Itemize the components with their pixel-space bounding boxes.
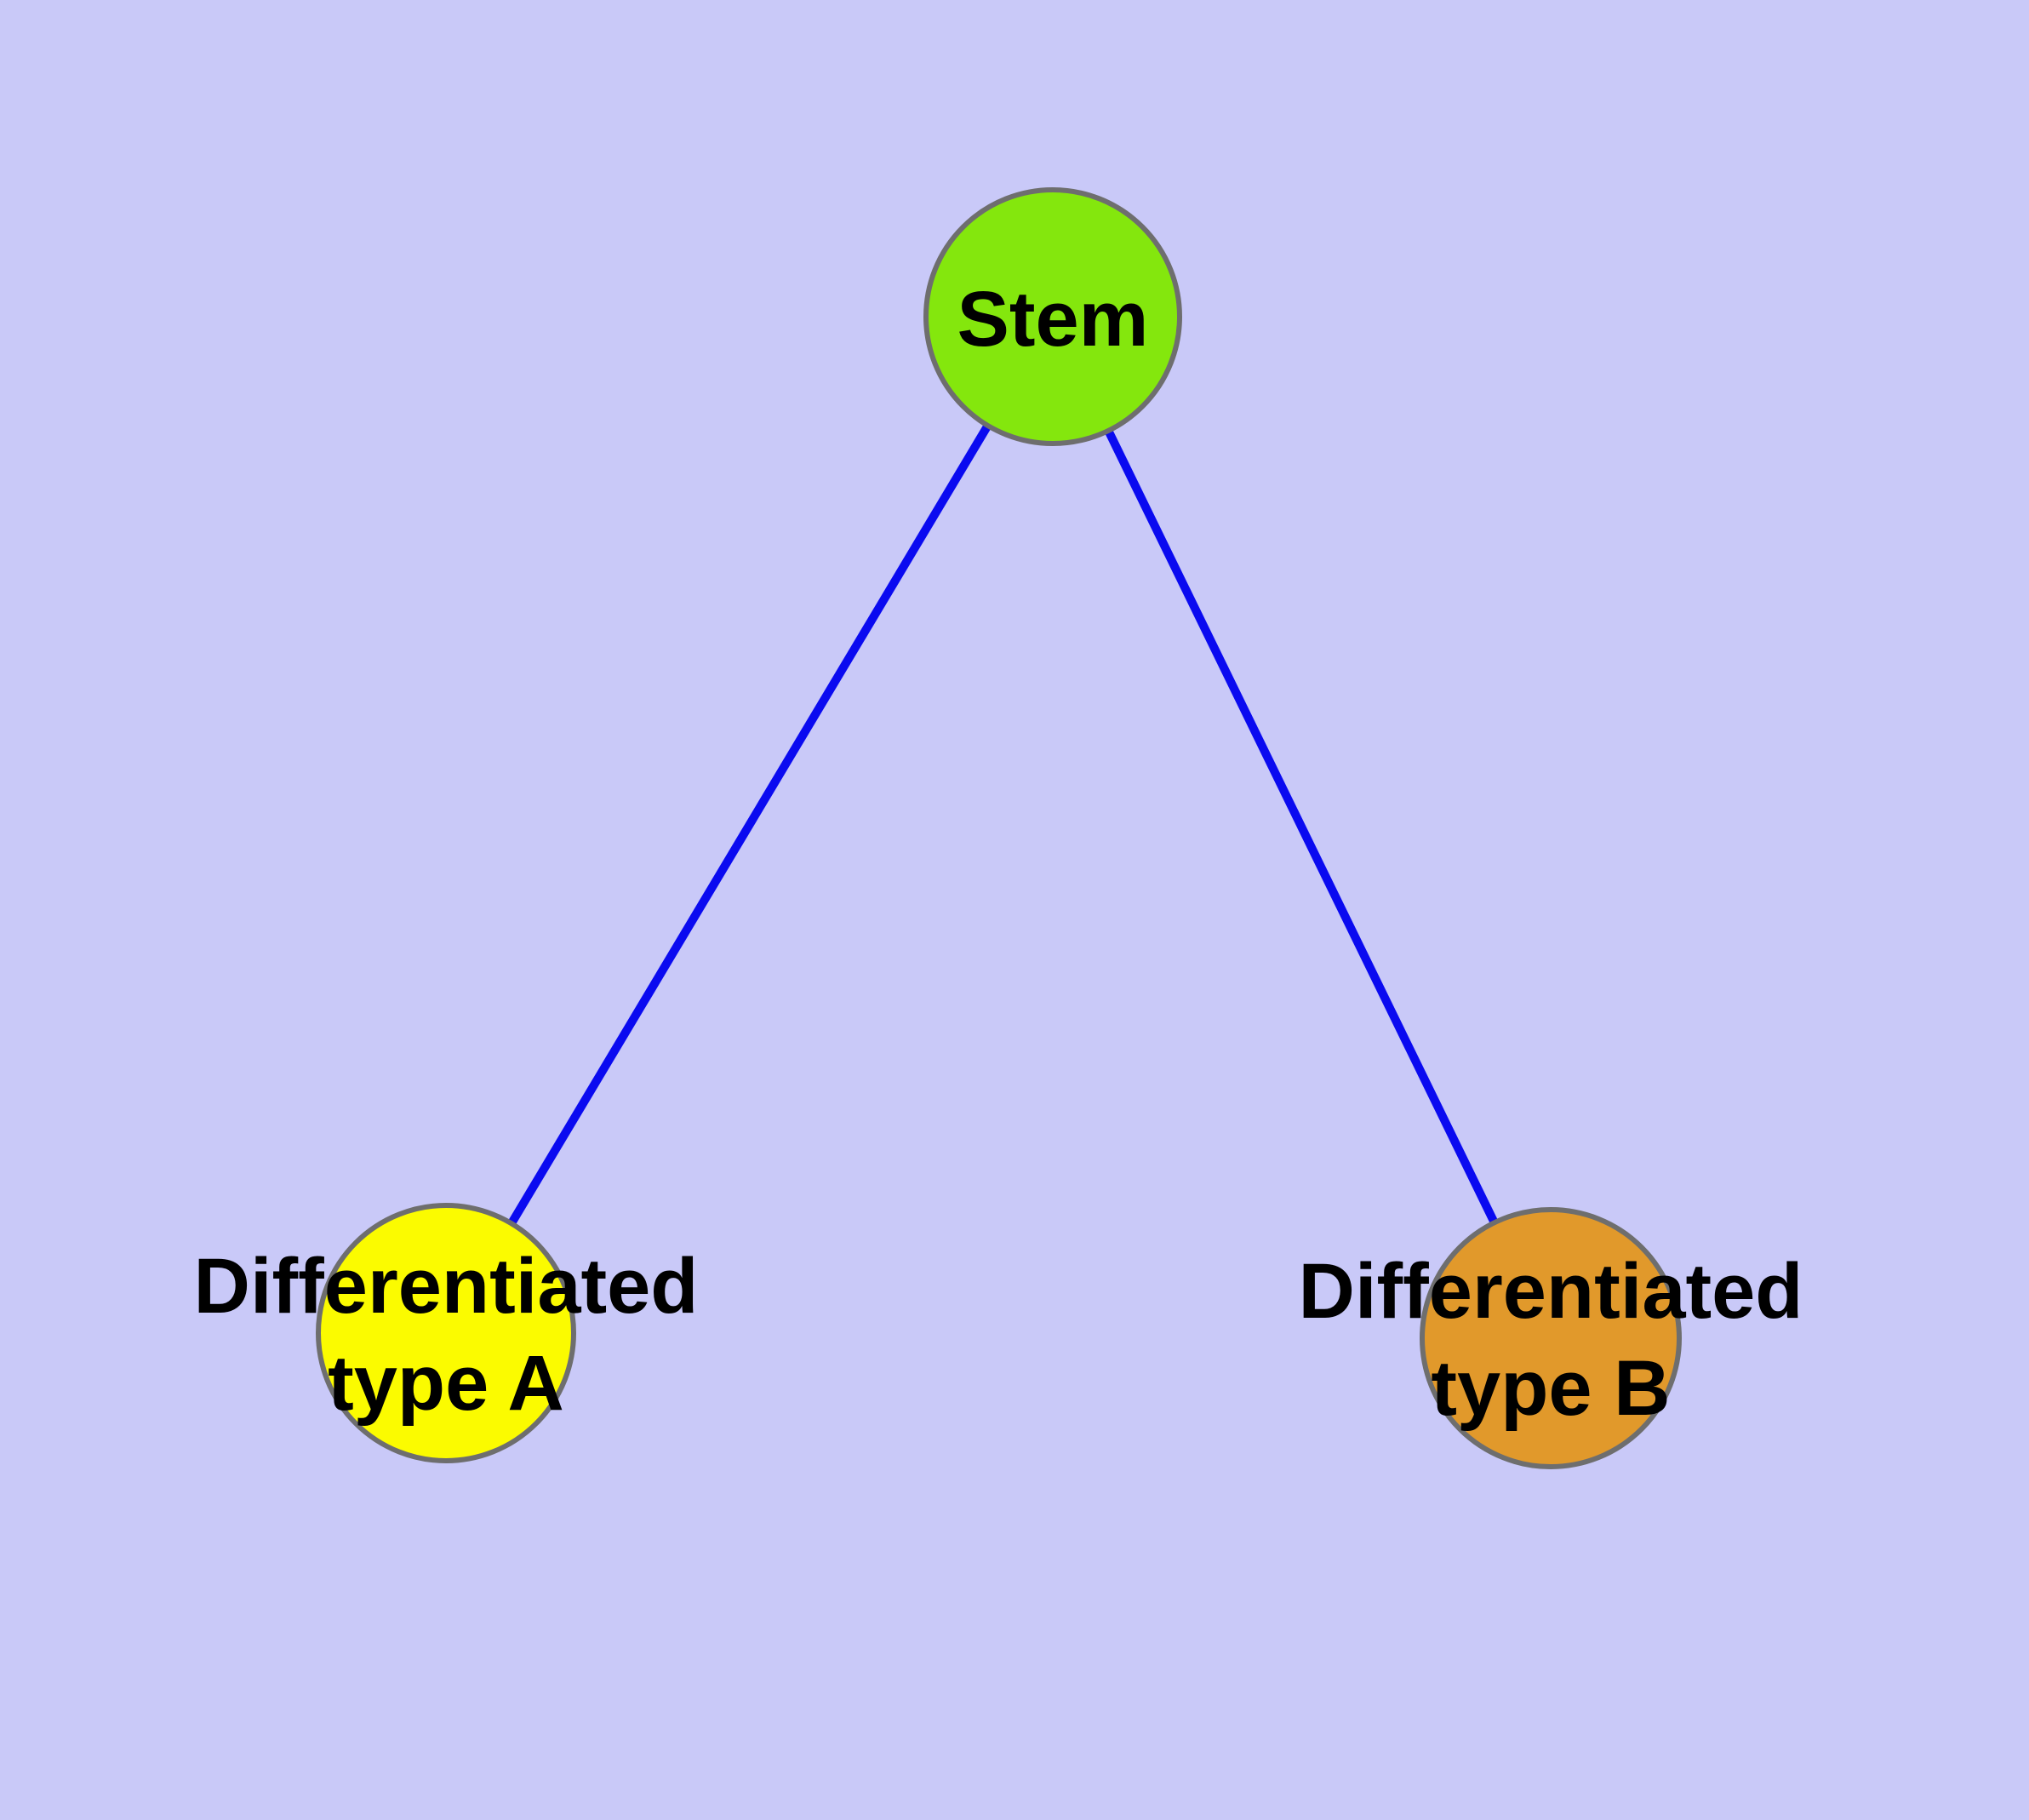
node-type-a-label-line1: Differentiated — [194, 1243, 699, 1330]
node-type-b-circle — [1420, 1207, 1682, 1469]
edge-stem-to-type-b — [1049, 314, 1555, 1341]
node-stem-label: Stem — [957, 276, 1149, 363]
node-stem-circle — [923, 187, 1182, 446]
node-type-a-circle — [316, 1203, 576, 1463]
node-type-a-label-line2: type A — [328, 1340, 564, 1427]
node-type-b-label-line2: type B — [1431, 1345, 1670, 1432]
node-type-b-label-line1: Differentiated — [1299, 1248, 1803, 1335]
edge-stem-to-type-a — [442, 314, 1057, 1336]
